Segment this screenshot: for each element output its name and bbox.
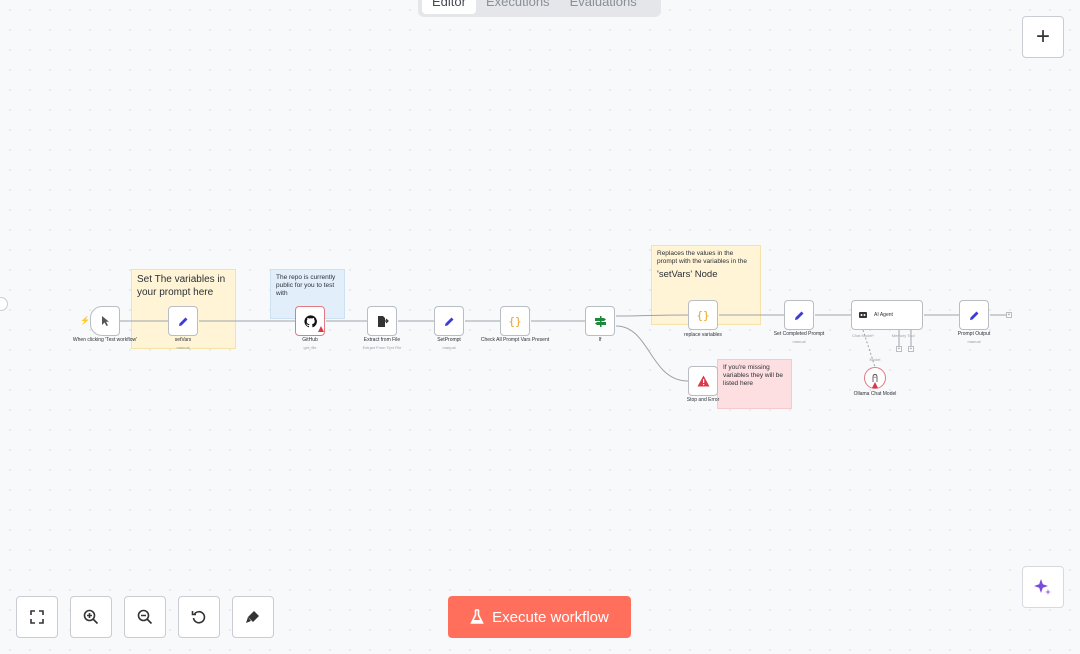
- sparkle-icon: [1034, 579, 1051, 595]
- warning-icon: [872, 382, 878, 388]
- node-label: Extract from File: [363, 337, 401, 343]
- sticky-missing-vars[interactable]: If you're missing variables they will be…: [717, 359, 792, 409]
- pencil-icon: [178, 317, 187, 326]
- node-set-vars[interactable]: [168, 306, 198, 336]
- node-subtitle: get: file: [303, 345, 317, 350]
- pencil-icon: [444, 317, 453, 326]
- fit-view-icon: [30, 610, 44, 624]
- tab-executions[interactable]: Executions: [485, 0, 550, 9]
- tab-evaluations[interactable]: Evaluations: [569, 0, 637, 9]
- signpost-icon: [594, 315, 606, 327]
- warning-icon: [318, 326, 324, 332]
- node-subtitle: manual: [442, 345, 456, 350]
- cursor-icon: [102, 316, 109, 326]
- node-set-prompt[interactable]: [434, 306, 464, 336]
- github-icon: [303, 314, 317, 327]
- node-set-completed-prompt[interactable]: [784, 300, 814, 330]
- node-ai-agent[interactable]: AI Agent: [851, 300, 923, 330]
- file-export-icon: [377, 315, 389, 327]
- robot-icon: [859, 312, 867, 318]
- zoom-in-button[interactable]: [70, 596, 112, 638]
- flask-icon: [470, 609, 484, 624]
- pencil-icon: [794, 311, 803, 320]
- reset-zoom-button[interactable]: [178, 596, 220, 638]
- tab-editor[interactable]: Editor: [422, 0, 476, 14]
- node-stop-and-error[interactable]: [688, 366, 718, 396]
- port-label-model: Model: [869, 357, 881, 362]
- node-label: Ollama Chat Model: [853, 391, 897, 397]
- zoom-out-button[interactable]: [124, 596, 166, 638]
- node-label: SetPrompt: [437, 337, 461, 343]
- execute-label: Execute workflow: [492, 608, 609, 626]
- add-node-button[interactable]: +: [1022, 16, 1064, 58]
- sticky-replaces[interactable]: Replaces the values in the prompt with t…: [651, 245, 761, 325]
- node-subtitle: Extract From Text File: [362, 345, 402, 350]
- node-label: AI Agent: [874, 312, 893, 318]
- trigger-bolt-icon: ⚡: [80, 316, 90, 325]
- code-braces-icon: {}: [508, 314, 522, 328]
- add-tool-button[interactable]: +: [908, 346, 914, 352]
- node-label: GitHub: [302, 337, 318, 343]
- node-label: When clicking 'Test workflow': [72, 337, 138, 343]
- add-memory-button[interactable]: +: [896, 346, 902, 352]
- node-manual-trigger[interactable]: [90, 306, 120, 336]
- node-replace-variables[interactable]: {}: [688, 300, 718, 330]
- execute-workflow-button[interactable]: Execute workflow: [448, 596, 631, 638]
- node-prompt-output[interactable]: [959, 300, 989, 330]
- plus-icon: +: [1035, 23, 1050, 50]
- reset-zoom-icon: [191, 610, 206, 624]
- node-subtitle: manual: [176, 345, 190, 350]
- port-label-memory: Memory: [891, 333, 907, 338]
- node-label: setVars: [174, 337, 192, 343]
- node-ollama-chat-model[interactable]: [864, 367, 886, 389]
- node-subtitle: manual: [792, 339, 806, 344]
- node-label: Prompt Output: [957, 331, 991, 337]
- zoom-out-icon: [137, 609, 153, 625]
- node-subtitle: manual: [967, 339, 981, 344]
- node-label: Check All Prompt Vars Present: [480, 337, 550, 343]
- sticky-text: The repo is currently public for you to …: [276, 274, 336, 298]
- ai-assistant-button[interactable]: [1022, 566, 1064, 608]
- view-tabs: Editor Executions Evaluations: [418, 0, 661, 17]
- tidy-up-button[interactable]: [232, 596, 274, 638]
- node-check-vars[interactable]: {}: [500, 306, 530, 336]
- port-label-tool: Tool: [907, 333, 915, 338]
- node-label: replace variables: [684, 332, 722, 338]
- zoom-in-icon: [83, 609, 99, 625]
- add-next-node-button[interactable]: +: [1006, 312, 1012, 318]
- node-label: Stop and Error: [686, 397, 720, 403]
- sticky-text: If you're missing variables they will be…: [723, 364, 783, 388]
- fit-view-button[interactable]: [16, 596, 58, 638]
- node-label: If: [598, 337, 602, 343]
- tidy-up-icon: [246, 611, 259, 623]
- sticky-text: Replaces the values in the prompt with t…: [657, 250, 747, 266]
- sticky-heading: 'setVars' Node: [657, 269, 718, 281]
- node-label: Set Completed Prompt: [773, 331, 825, 337]
- port-label-chat-model: Chat Model*: [851, 333, 874, 338]
- sticky-repo-public[interactable]: The repo is currently public for you to …: [270, 269, 345, 319]
- warning-icon: [697, 375, 709, 387]
- code-braces-icon: {}: [696, 308, 710, 322]
- sticky-text: Set The variables in your prompt here: [137, 274, 226, 298]
- llama-icon: [872, 374, 878, 382]
- node-if[interactable]: [585, 306, 615, 336]
- pencil-icon: [969, 311, 978, 320]
- node-extract-from-file[interactable]: [367, 306, 397, 336]
